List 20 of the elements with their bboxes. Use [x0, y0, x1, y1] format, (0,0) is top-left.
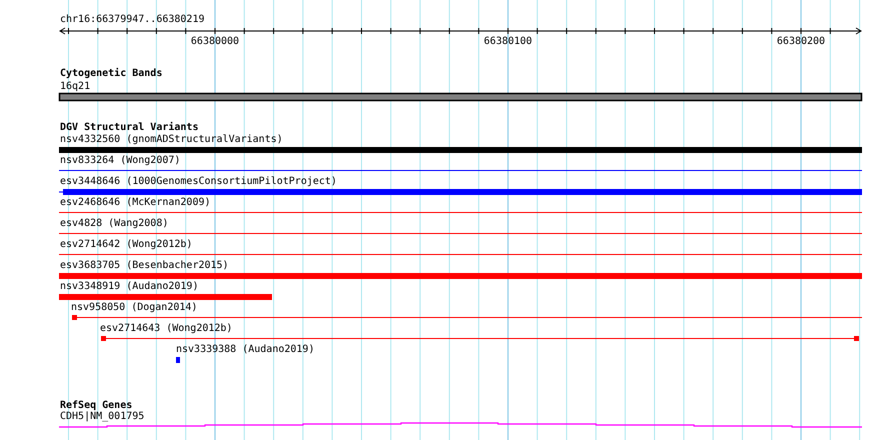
- tick-label: 66380200: [776, 36, 826, 48]
- feature-label: nsv3339388 (Audano2019): [176, 344, 314, 356]
- feature-label: 16q21: [60, 81, 90, 93]
- feature-label: esv2468646 (McKernan2009): [60, 197, 211, 209]
- feature-label: esv4828 (Wang2008): [60, 218, 168, 230]
- feature-label: esv3683705 (Besenbacher2015): [60, 260, 229, 272]
- track-heading: RefSeq Genes: [60, 400, 132, 411]
- feature-label: CDH5|NM_001795: [60, 411, 144, 423]
- feature-label: esv3448646 (1000GenomesConsortiumPilotProject): [60, 176, 337, 188]
- track-heading: DGV Structural Variants: [60, 122, 198, 134]
- feature-label: nsv4332560 (gnomADStructuralVariants): [60, 134, 283, 146]
- feature-label: nsv958050 (Dogan2014): [71, 302, 198, 314]
- feature-label: esv2714643 (Wong2012b): [100, 323, 232, 335]
- feature-label: esv2714642 (Wong2012b): [60, 239, 192, 251]
- feature-label: nsv833264 (Wong2007): [60, 155, 180, 167]
- tick-label: 66380000: [190, 36, 240, 48]
- feature-label: nsv3348919 (Audano2019): [60, 281, 198, 293]
- tick-label: 66380100: [484, 36, 532, 48]
- track-heading: Cytogenetic Bands: [60, 68, 162, 80]
- location-label: chr16:66379947..66380219: [60, 14, 204, 26]
